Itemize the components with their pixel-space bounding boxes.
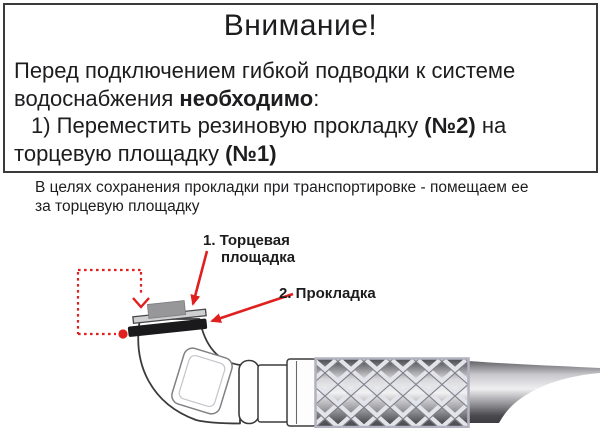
note-line-1: В целях сохранения прокладки при транспо…	[35, 179, 529, 196]
warning-line-2: водоснабжения необходимо:	[14, 85, 320, 111]
braided-hose	[314, 357, 470, 428]
label-gasket: 2. Прокладка	[279, 285, 376, 302]
arrow-gasket	[210, 292, 294, 323]
label-end-platform-line1: 1. Торцевая	[203, 232, 290, 249]
warning-line-1: Перед подключением гибкой подводки к сис…	[14, 58, 516, 83]
rubber-gasket	[127, 318, 208, 337]
warning-body: Перед подключением гибкой подводки к сис…	[5, 57, 596, 167]
hex-nut	[171, 347, 233, 415]
hose-tail	[468, 361, 600, 423]
note-line-2: за торцевую площадку	[35, 198, 200, 215]
fitting-cylinder	[257, 364, 289, 423]
warning-line-3: 1) Переместить резиновую прокладку (№2) …	[31, 113, 507, 138]
gasket-position-dot	[118, 329, 128, 339]
end-platform	[146, 300, 187, 319]
crimp-ferrule	[286, 358, 317, 427]
arrow-end-platform	[190, 250, 209, 306]
transport-note: В целях сохранения прокладки при транспо…	[35, 178, 528, 216]
collar-ring	[238, 359, 260, 425]
warning-title: Внимание!	[223, 9, 378, 42]
dotted-arrowhead-icon	[132, 297, 150, 309]
gasket-transport-position-outline	[76, 268, 143, 336]
warning-line-4: торцевую площадку (№1)	[14, 140, 277, 166]
warning-box: Внимание! Перед подключением гибкой подв…	[3, 3, 598, 173]
hose-diagram: 1. Торцевая площадка 2. Прокладка	[76, 232, 600, 428]
label-end-platform-line2: площадка	[221, 249, 296, 266]
